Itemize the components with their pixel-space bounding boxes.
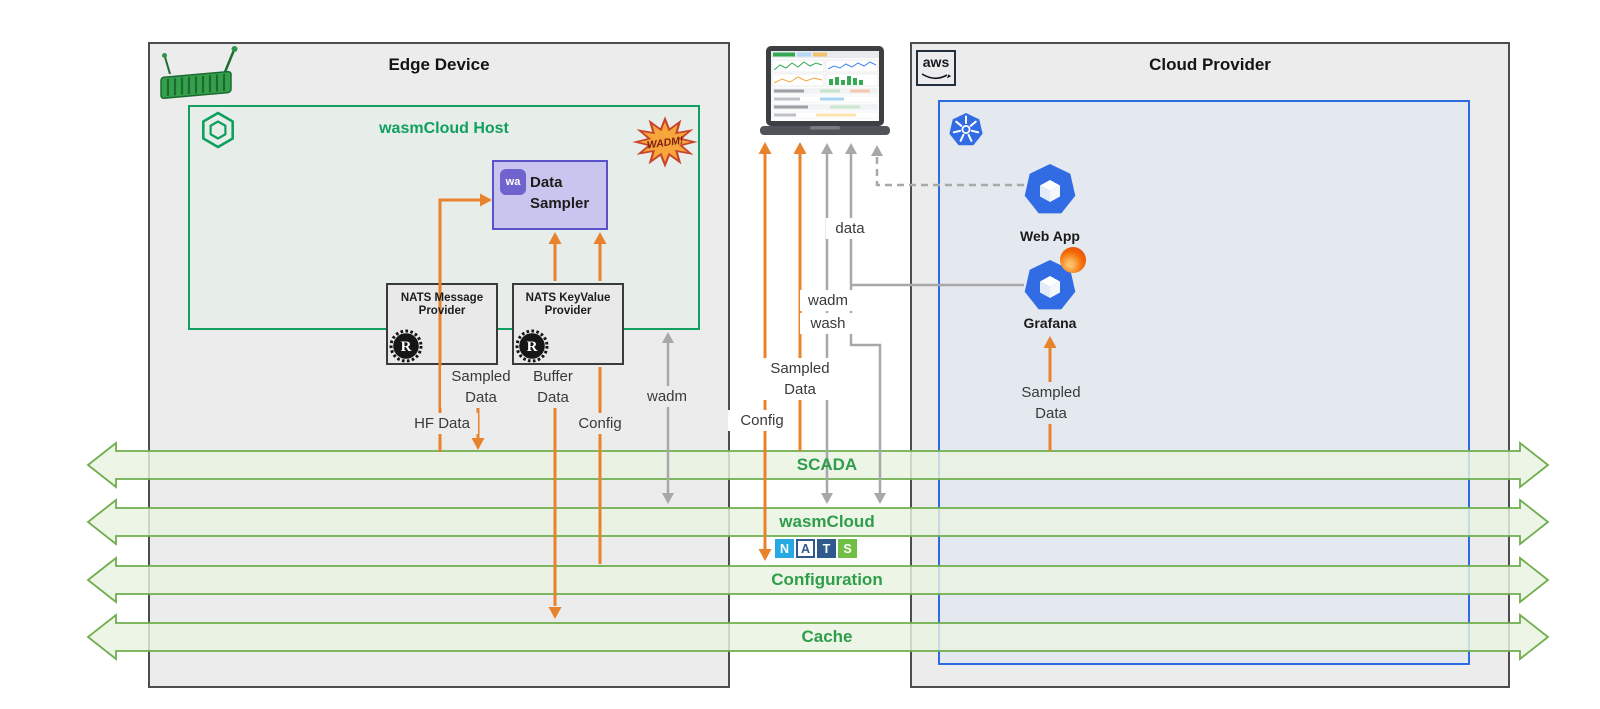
arrowhead [758, 142, 772, 154]
provider-label-line2: Provider [418, 305, 466, 317]
grafana-node-icon [1024, 260, 1076, 310]
rust-icon: R [515, 329, 549, 363]
arrowhead [821, 493, 833, 504]
label-mid-wash: wash [800, 313, 856, 334]
provider-label-line1: NATS KeyValue [525, 292, 611, 304]
label-cloud-sampled-data: Sampled Data [1012, 382, 1090, 424]
web-app-node-icon [1024, 164, 1076, 214]
grafana-label: Grafana [1023, 315, 1077, 331]
wadm-starburst-icon: WADM! [632, 116, 698, 168]
aws-logo-text: aws [922, 54, 950, 70]
provider-label-line1: NATS Message [400, 292, 484, 304]
arrowhead [871, 145, 883, 156]
nats-logo-letter: N [775, 539, 794, 558]
bus-label-wasmcloud: wasmCloud [779, 512, 875, 531]
label-line: Sampled [770, 360, 830, 377]
label-edge-wadm: wadm [634, 386, 700, 407]
label-mid-config: Config [728, 410, 796, 431]
nats-keyvalue-provider-label: NATS KeyValue Provider [512, 292, 624, 318]
label-mid-wadm: wadm [800, 290, 856, 311]
arrowhead [845, 143, 857, 154]
cube-icon [1040, 276, 1060, 298]
webassembly-icon: wa [500, 169, 526, 195]
nats-message-provider-label: NATS Message Provider [386, 292, 498, 318]
label-edge-config: Config [566, 413, 634, 434]
bus-label-cache: Cache [801, 627, 853, 646]
arrowhead [821, 143, 833, 154]
arrowhead [874, 493, 886, 504]
rust-letter: R [401, 339, 412, 355]
edge-device-title: Edge Device [388, 55, 490, 74]
kubernetes-icon [949, 113, 983, 146]
label-line: Data [784, 381, 816, 398]
label-mid-data: data [826, 218, 874, 239]
data-sampler-label: Data Sampler [530, 172, 606, 214]
label-hf-data: HF Data [406, 413, 478, 434]
bus-label-scada: SCADA [796, 455, 858, 474]
grafana-flame-icon [1060, 247, 1086, 273]
data-sampler-label-line1: Data [530, 174, 563, 191]
label-line: Buffer [533, 368, 573, 385]
wasmcloud-logo-icon [202, 111, 235, 149]
industrial-router-icon [160, 46, 238, 99]
rust-icon: R [389, 329, 423, 363]
nats-logo-letter: T [817, 539, 836, 558]
web-app-label: Web App [1020, 228, 1080, 244]
bus-label-configuration: Configuration [771, 570, 883, 589]
label-line: Sampled [451, 368, 511, 385]
label-edge-sampled-data: Sampled Data [441, 366, 521, 408]
data-sampler-label-line2: Sampler [530, 195, 590, 212]
rust-letter: R [527, 339, 538, 355]
wasmcloud-host-title: wasmCloud Host [379, 120, 509, 137]
label-buffer-data: Buffer Data [514, 366, 592, 408]
arrowhead [793, 142, 807, 154]
label-line: Data [1035, 405, 1067, 422]
label-mid-sampled-data: Sampled Data [762, 358, 838, 400]
label-line: Sampled [1021, 384, 1081, 401]
nats-logo: N A T S [775, 539, 857, 558]
cloud-provider-title: Cloud Provider [1149, 55, 1271, 74]
label-line: Data [537, 389, 569, 406]
nats-logo-letter: A [796, 539, 815, 558]
provider-label-line2: Provider [544, 305, 592, 317]
aws-logo-icon: aws [916, 50, 956, 86]
cube-icon [1040, 180, 1060, 202]
label-line: Data [465, 389, 497, 406]
arrowhead [758, 549, 772, 561]
nats-logo-letter: S [838, 539, 857, 558]
wadm-badge-text: WADM! [646, 134, 685, 151]
laptop-dashboard-icon [760, 46, 890, 135]
